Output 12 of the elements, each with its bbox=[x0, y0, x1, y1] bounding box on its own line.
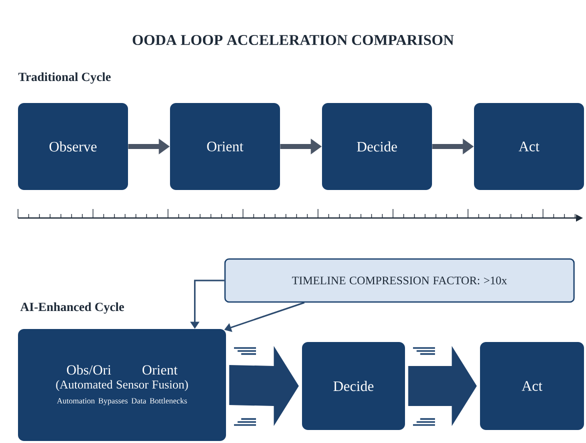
process-box: Decide bbox=[302, 342, 405, 430]
block-arrow bbox=[229, 346, 299, 426]
process-box: Orient bbox=[170, 103, 280, 190]
process-box: Act bbox=[474, 103, 584, 190]
process-box: Act bbox=[480, 342, 584, 430]
process-box: Observe bbox=[18, 103, 128, 190]
section-heading: AI-Enhanced Cycle bbox=[20, 302, 124, 314]
process-box: Decide bbox=[322, 103, 432, 190]
title: OODA LOOP ACCELERATION COMPARISON bbox=[132, 34, 454, 45]
callout-box: TIMELINE COMPRESSION FACTOR: >10x bbox=[224, 258, 575, 303]
section-heading: Traditional Cycle bbox=[18, 72, 111, 84]
block-arrow bbox=[408, 346, 477, 426]
